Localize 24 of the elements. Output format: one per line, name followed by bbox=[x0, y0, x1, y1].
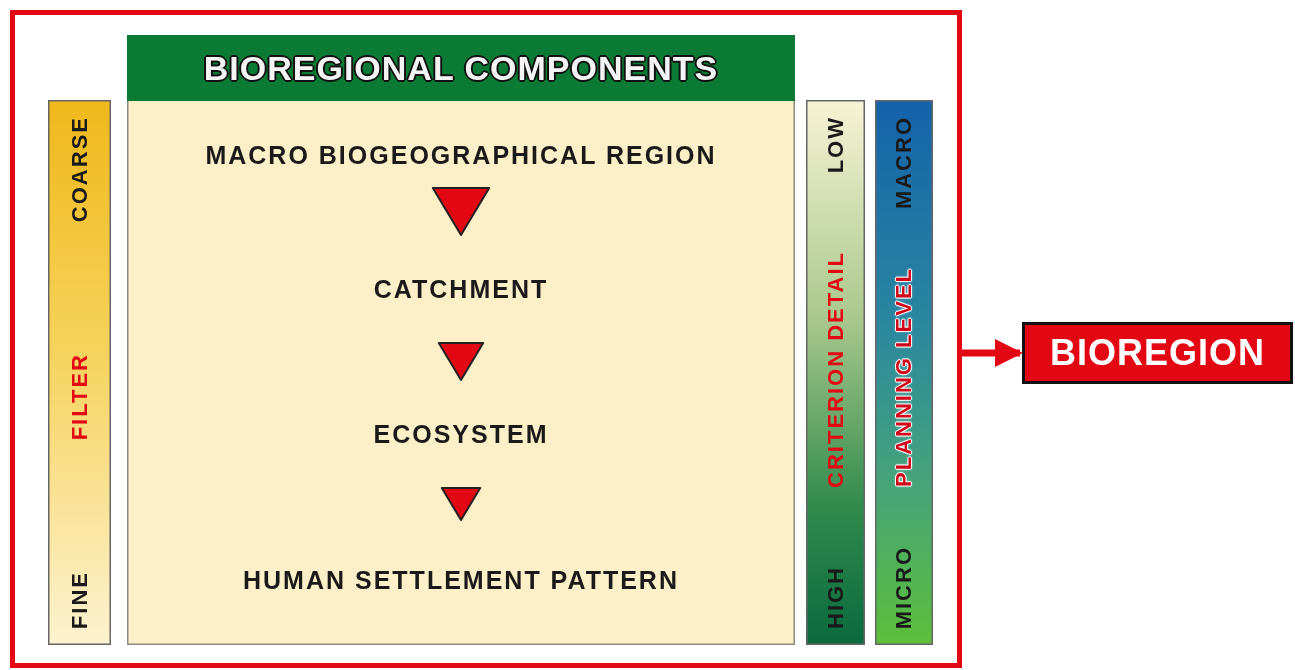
component-label: ECOSYSTEM bbox=[373, 419, 549, 449]
scale-end-label: LOW bbox=[822, 116, 849, 174]
group-frame bbox=[10, 10, 962, 668]
scale-title: PLANNING LEVEL bbox=[891, 267, 917, 488]
scale-bar bbox=[806, 100, 865, 645]
scale-end-label: MACRO bbox=[891, 116, 917, 210]
component-label: CATCHMENT bbox=[373, 274, 549, 304]
scale-end-label: FINE bbox=[66, 570, 93, 629]
arrow bbox=[962, 339, 1023, 367]
down-arrow bbox=[440, 487, 482, 521]
scale-title: FILTER bbox=[66, 352, 93, 441]
down-arrow bbox=[431, 187, 491, 236]
components-panel bbox=[127, 35, 795, 645]
scale-end-label: MICRO bbox=[891, 545, 917, 629]
scale-end-label: COARSE bbox=[66, 116, 93, 223]
scale-bar bbox=[48, 100, 111, 645]
scale-end-label: HIGH bbox=[822, 566, 849, 629]
header-band: BIOREGIONAL COMPONENTS bbox=[127, 35, 795, 101]
scale-bar bbox=[875, 100, 933, 645]
result-box: BIOREGION bbox=[1022, 322, 1293, 384]
down-arrow bbox=[437, 342, 485, 381]
component-label: MACRO BIOGEOGRAPHICAL REGION bbox=[205, 140, 717, 170]
component-label: HUMAN SETTLEMENT PATTERN bbox=[243, 565, 679, 595]
scale-title: CRITERION DETAIL bbox=[822, 251, 849, 489]
